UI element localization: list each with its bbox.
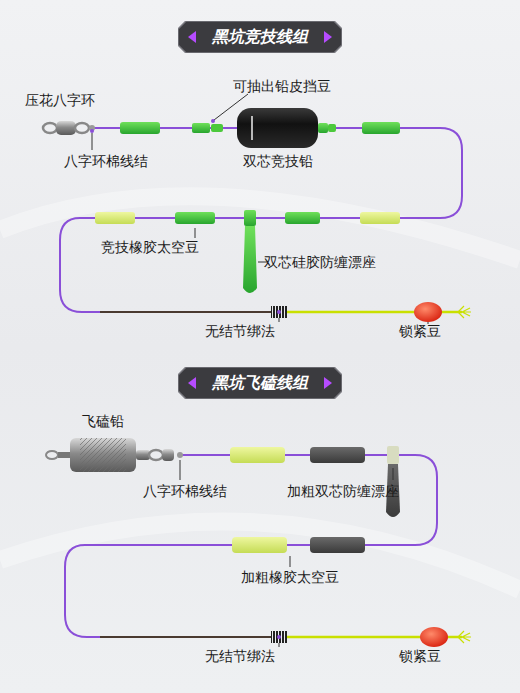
part-label: 双芯竞技铅 bbox=[243, 152, 313, 170]
title-banner: 黑坑竞技线组 bbox=[178, 21, 342, 53]
part-label: 加粗橡胶太空豆 bbox=[241, 568, 339, 586]
part-label: 八字环棉线结 bbox=[143, 482, 227, 500]
part-label: 无结节绑法 bbox=[205, 647, 275, 665]
banner-title: 黑坑飞磕线组 bbox=[178, 367, 342, 399]
part-label: 八字环棉线结 bbox=[64, 152, 148, 170]
part-label: 加粗双芯防缠漂座 bbox=[287, 482, 399, 500]
part-label: 飞磕铅 bbox=[82, 412, 124, 430]
part-label: 锁紧豆 bbox=[399, 647, 441, 665]
title-banner: 黑坑飞磕线组 bbox=[178, 367, 342, 399]
banner-title: 黑坑竞技线组 bbox=[178, 21, 342, 53]
part-label: 锁紧豆 bbox=[399, 322, 441, 340]
part-label: 压花八字环 bbox=[25, 91, 95, 109]
part-label: 无结节绑法 bbox=[205, 322, 275, 340]
part-label: 竞技橡胶太空豆 bbox=[101, 238, 199, 256]
part-label: 双芯硅胶防缠漂座 bbox=[264, 253, 376, 271]
part-label: 可抽出铅皮挡豆 bbox=[233, 77, 331, 95]
